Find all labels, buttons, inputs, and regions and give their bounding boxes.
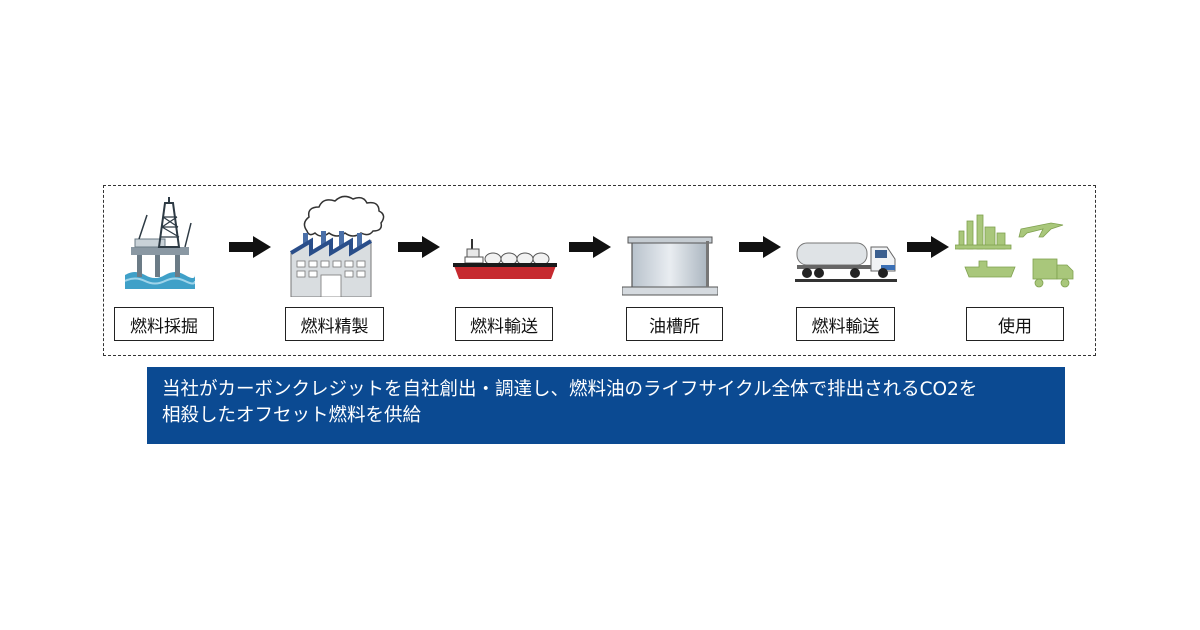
arrow-right-icon: [569, 236, 611, 258]
arrow-right-icon: [229, 236, 271, 258]
arrow-right-icon: [907, 236, 949, 258]
usage-industry-transport-icon: [955, 214, 1074, 288]
arrow-right-icon: [739, 236, 781, 258]
refinery-factory-icon: [289, 195, 385, 297]
step-label-extraction: 燃料採掘: [114, 307, 214, 341]
banner-line-2: 相殺したオフセット燃料を供給: [162, 405, 422, 426]
storage-tank-icon: [622, 236, 718, 296]
step-label-oil-depot: 油槽所: [626, 307, 723, 341]
step-label-refining: 燃料精製: [285, 307, 384, 341]
oil-rig-icon: [125, 197, 195, 289]
supply-chain-flow-frame: [103, 185, 1096, 356]
offset-fuel-description-banner: 当社がカーボンクレジットを自社創出・調達し、燃料油のライフサイクル全体で排出され…: [147, 367, 1065, 444]
arrow-right-icon: [398, 236, 440, 258]
step-label-land-transport: 燃料輸送: [796, 307, 895, 341]
banner-line-1: 当社がカーボンクレジットを自社創出・調達し、燃料油のライフサイクル全体で排出され…: [162, 379, 978, 400]
tanker-truck-icon: [795, 242, 897, 282]
tanker-ship-icon: [453, 239, 557, 279]
step-label-usage: 使用: [966, 307, 1064, 341]
step-label-sea-transport: 燃料輸送: [455, 307, 553, 341]
